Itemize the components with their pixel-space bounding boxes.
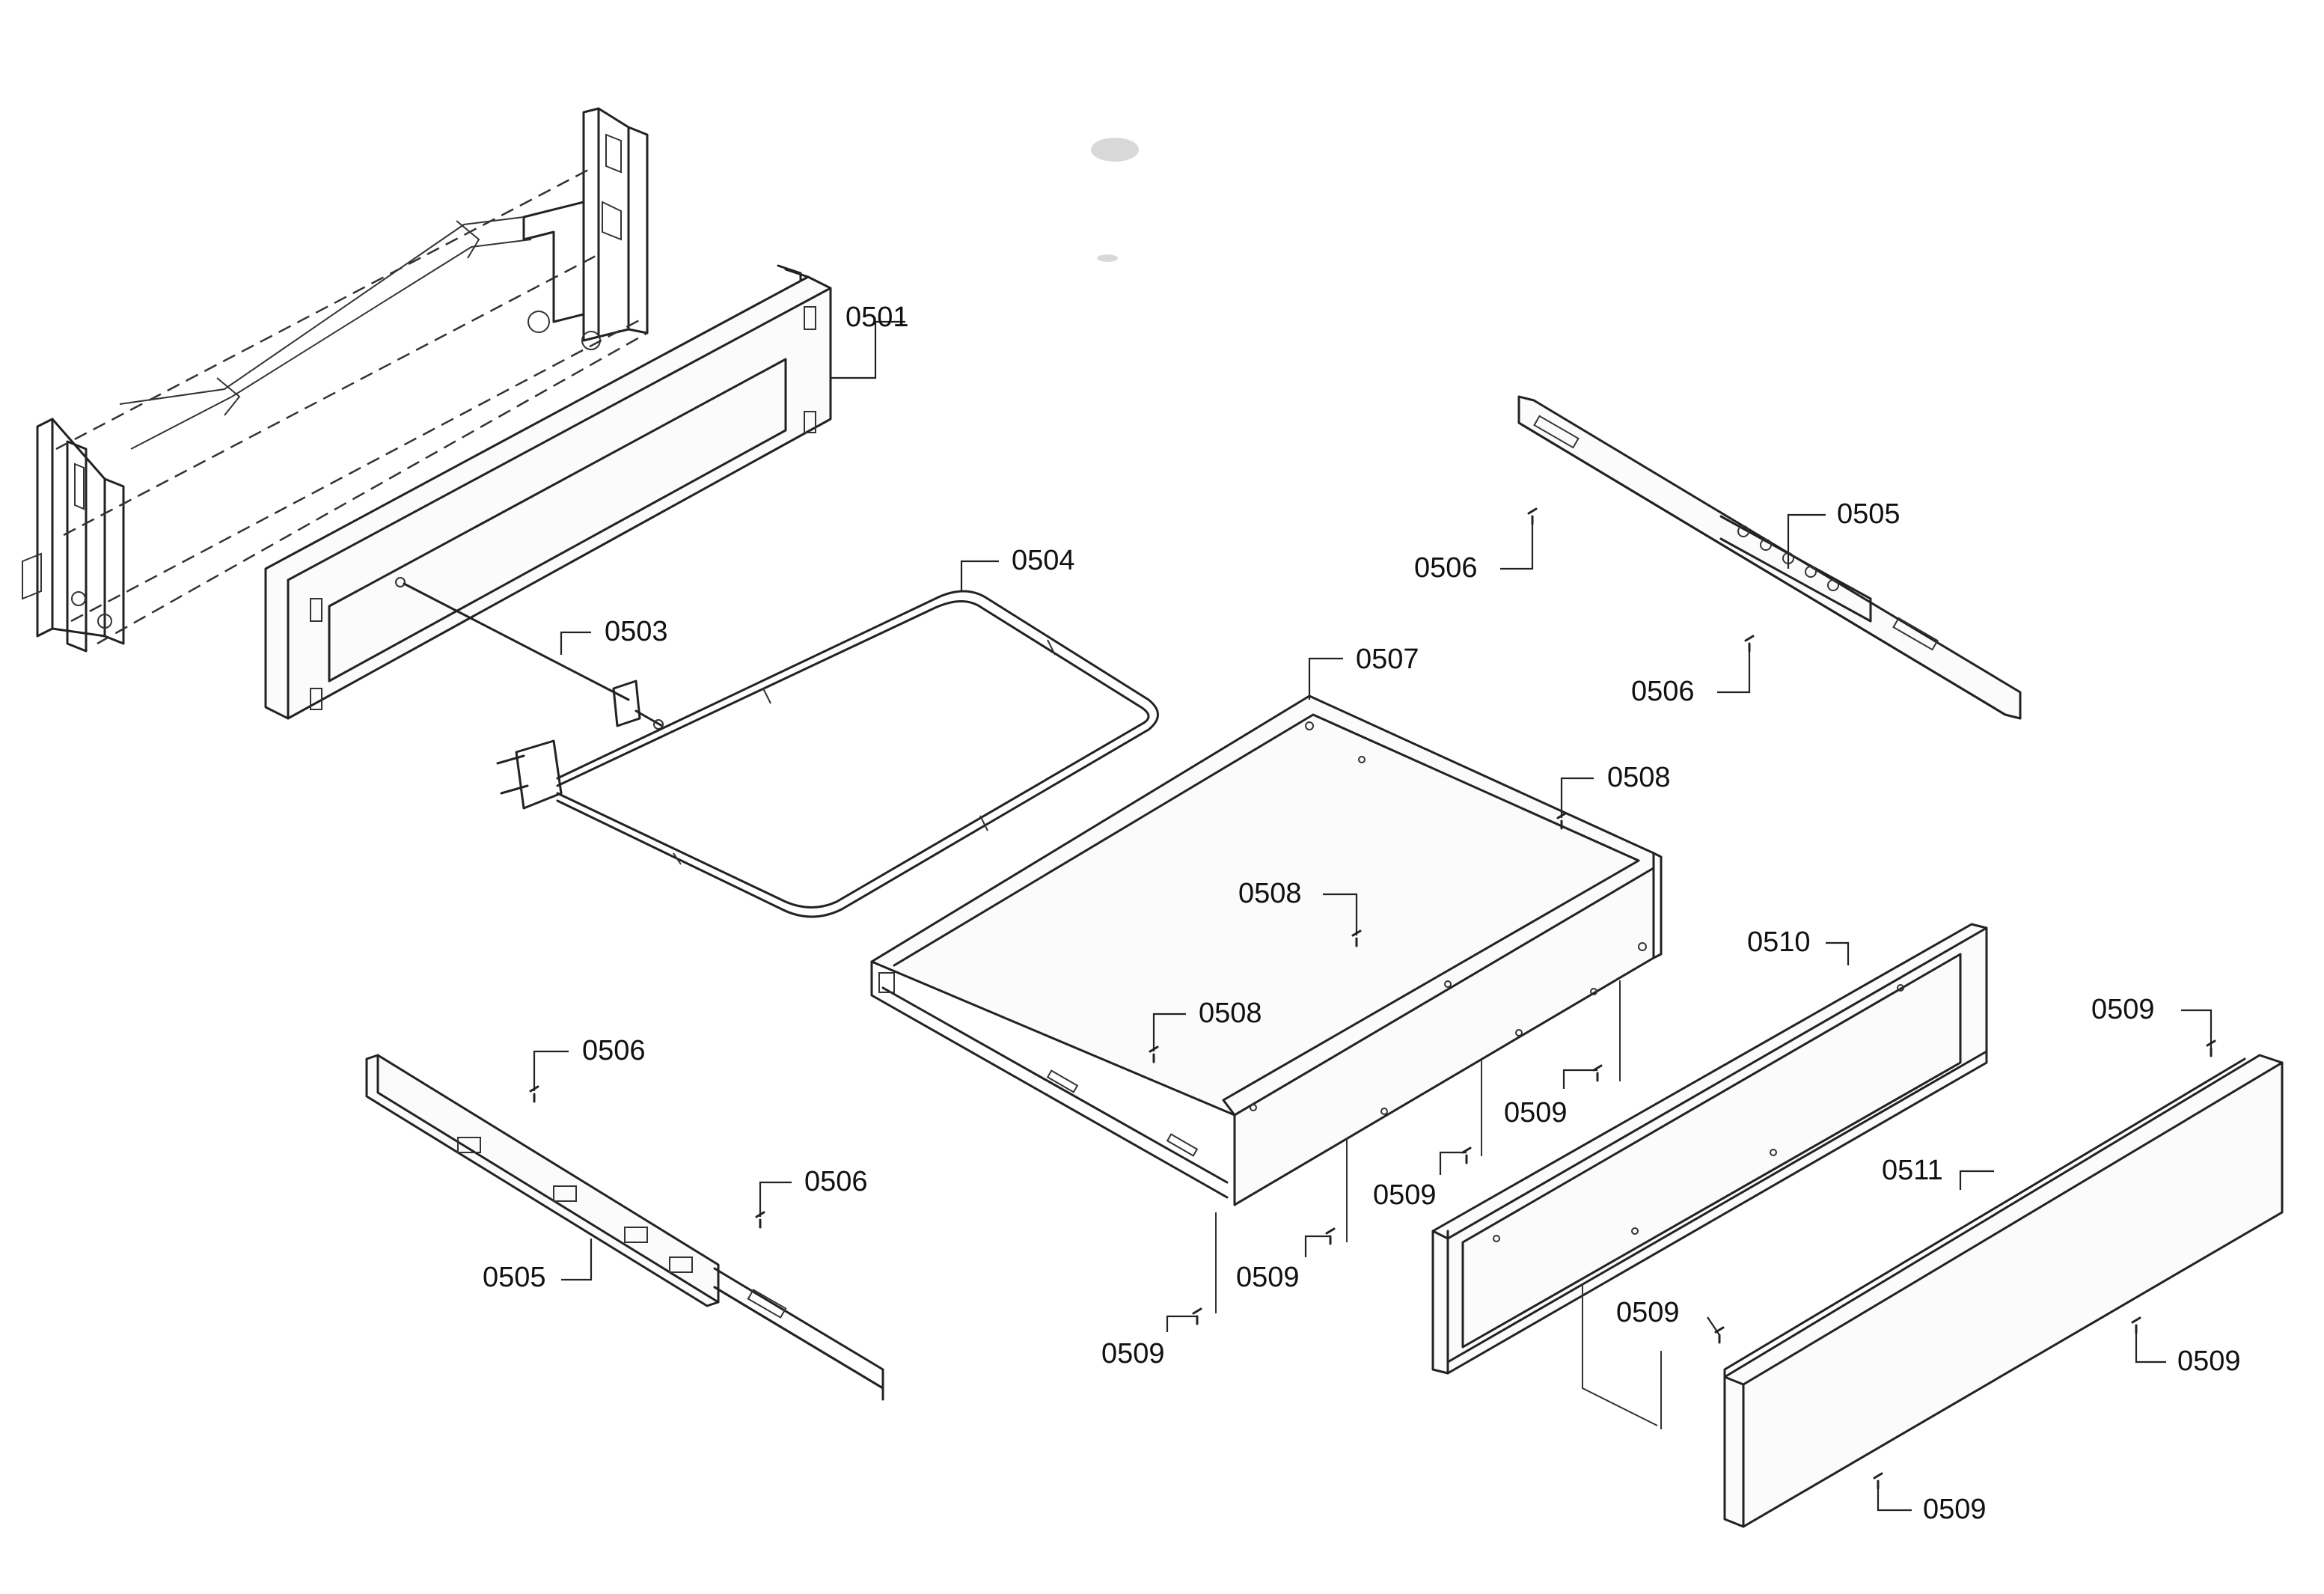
callout-0501: 0501 [845,302,909,333]
callout-0505-right-rail: 0505 [1837,498,1901,530]
front-facia-part [1723,1054,2284,1528]
telescopic-rail-left-part [365,1054,884,1401]
callout-0508-middle: 0508 [1238,878,1302,909]
leader-lines [533,320,2213,1512]
callout-0506-right-lower: 0506 [1631,676,1695,707]
callout-0505-left-rail: 0505 [483,1262,546,1293]
callout-0508-rear: 0508 [1607,762,1671,793]
drawer-tray-part [870,694,1663,1206]
callout-0506-left-upper: 0506 [582,1035,646,1066]
callout-0509-facia-top: 0509 [2091,994,2155,1025]
callout-0511: 0511 [1882,1155,1943,1186]
callout-0509-facia-left: 0509 [1616,1297,1680,1328]
callout-0509-tray-2: 0509 [1373,1179,1437,1211]
callout-0509-tray-3: 0509 [1236,1262,1300,1293]
heating-element-part [496,590,1159,918]
callout-0510: 0510 [1747,926,1811,958]
callout-0504: 0504 [1012,545,1075,576]
callout-0509-tray-4: 0509 [1101,1338,1165,1369]
callout-0508-front: 0508 [1199,998,1262,1029]
callout-0503: 0503 [605,616,668,647]
inner-door-panel-part [1431,923,1988,1375]
callout-0506-right-upper: 0506 [1414,552,1478,584]
scan-smudge [1091,138,1139,262]
callout-0509-facia-bottom: 0509 [1923,1494,1987,1525]
oven-housing [22,107,649,653]
callout-0507: 0507 [1356,644,1419,675]
telescopic-rail-right-part [1517,395,2022,720]
callout-0506-left-lower: 0506 [804,1166,868,1197]
sensor-rod-part [395,577,664,730]
callout-0509-facia-right: 0509 [2177,1346,2241,1377]
front-frame-part [264,264,832,720]
callout-0509-tray-1: 0509 [1504,1097,1568,1129]
alignment-lines [1215,980,1662,1429]
